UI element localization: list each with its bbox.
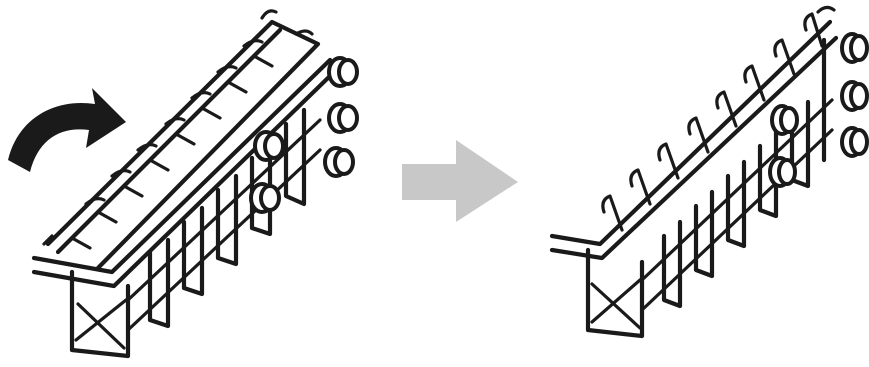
basket-side-right xyxy=(585,37,834,339)
wheel-group-left xyxy=(249,56,359,214)
wheel-group-right xyxy=(768,32,869,188)
rack-after-panel xyxy=(549,5,869,339)
right-arrow-icon xyxy=(402,140,518,222)
curved-arrow-icon xyxy=(8,88,126,172)
tine-frame-raised xyxy=(42,9,321,271)
rack-before-panel xyxy=(8,9,359,359)
tine-frame-folded xyxy=(549,5,839,261)
